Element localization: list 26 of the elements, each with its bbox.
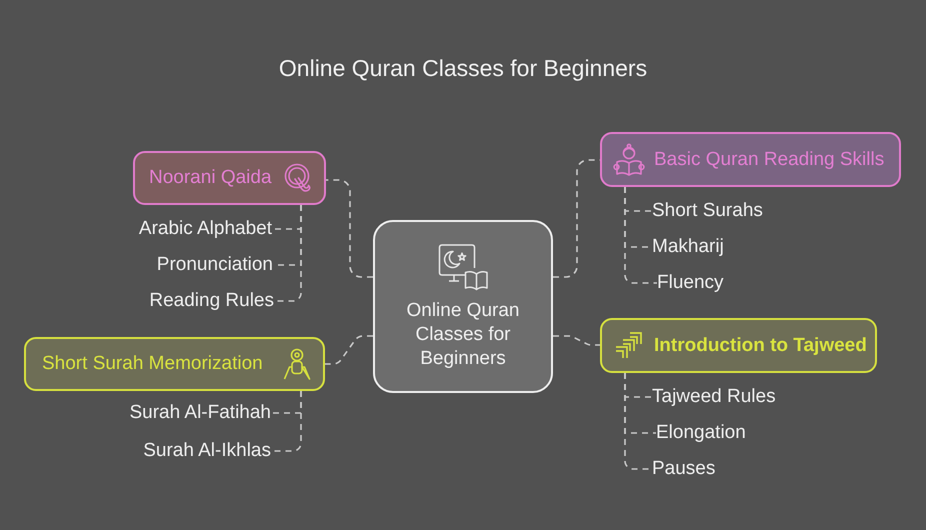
connector-line [553,335,600,346]
category-label: Short Surah Memorization [42,353,263,375]
category-label: Introduction to Tajweed [654,334,867,356]
subtopic-text: Short Surahs [652,200,763,222]
category-box [133,151,326,205]
category-label: Basic Quran Reading Skills [654,148,884,170]
subtopic-text: Surah Al-Fatihah [129,402,271,424]
subtopic-text: Elongation [656,422,746,444]
category-box [600,132,901,187]
topic-box [373,220,553,393]
subtopic-text: Reading Rules [149,290,274,312]
subtopic-text: Tajweed Rules [652,386,776,408]
subtopic-text: Pauses [652,458,716,480]
category-box [600,318,877,373]
connector-line [326,179,373,278]
connector-line [325,335,373,365]
subtopic-text: Fluency [657,272,724,294]
category-box [24,337,325,391]
subtopic-text: Surah Al-Ikhlas [143,440,271,462]
connector-line [624,187,657,284]
topic-label: Online Quran Classes for Beginners [405,299,520,371]
subtopic-text: Arabic Alphabet [138,218,272,240]
category-label: Noorani Qaida [149,167,272,189]
subtopic-text: Pronunciation [156,254,273,276]
subtopic-text: Makharij [652,236,724,258]
diagram-title: Online Quran Classes for Beginners [278,54,648,82]
